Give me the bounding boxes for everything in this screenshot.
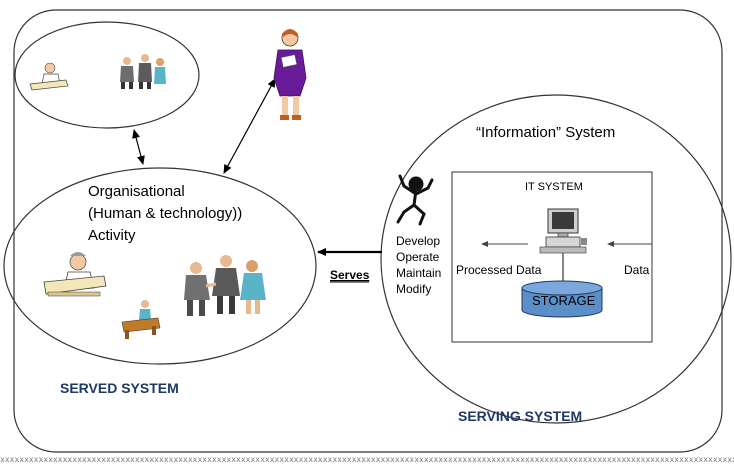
bottom-pattern-band: xxxxxxxxxxxxxxxxxxxxxxxxxxxxxxxxxxxxxxxx… (0, 456, 734, 464)
business-people-icon (184, 255, 266, 316)
woman-with-document-icon (273, 29, 307, 120)
link-arrow-ellipses (132, 129, 145, 165)
person-writing-icon (43, 252, 107, 297)
activity-line-3: Activity (88, 227, 136, 244)
action-develop: Develop (396, 234, 440, 248)
action-maintain: Maintain (396, 266, 441, 280)
information-system-title: “Information” System (476, 124, 615, 141)
processed-data-label: Processed Data (456, 263, 542, 277)
dancing-figure-icon (396, 174, 434, 226)
person-at-desk-icon (121, 300, 161, 339)
served-system-label: SERVED SYSTEM (60, 380, 179, 396)
activity-line-2: (Human & technology)) (88, 205, 242, 222)
action-operate: Operate (396, 250, 440, 264)
serving-system-label: SERVING SYSTEM (458, 408, 582, 424)
serving-system-ellipse (380, 94, 732, 424)
serves-label: Serves (330, 268, 370, 282)
people-ellipse (14, 21, 200, 129)
action-modify: Modify (396, 282, 431, 296)
data-label: Data (624, 263, 650, 277)
computer-icon (539, 208, 587, 254)
business-people-icon (120, 54, 166, 89)
person-writing-icon (29, 62, 69, 91)
link-arrow-woman (223, 78, 276, 174)
served-system-ellipse (3, 167, 317, 365)
activity-line-1: Organisational (88, 183, 185, 200)
it-system-title: IT SYSTEM (525, 181, 583, 193)
storage-label: STORAGE (532, 293, 596, 308)
storage-cylinder-icon (521, 280, 603, 318)
